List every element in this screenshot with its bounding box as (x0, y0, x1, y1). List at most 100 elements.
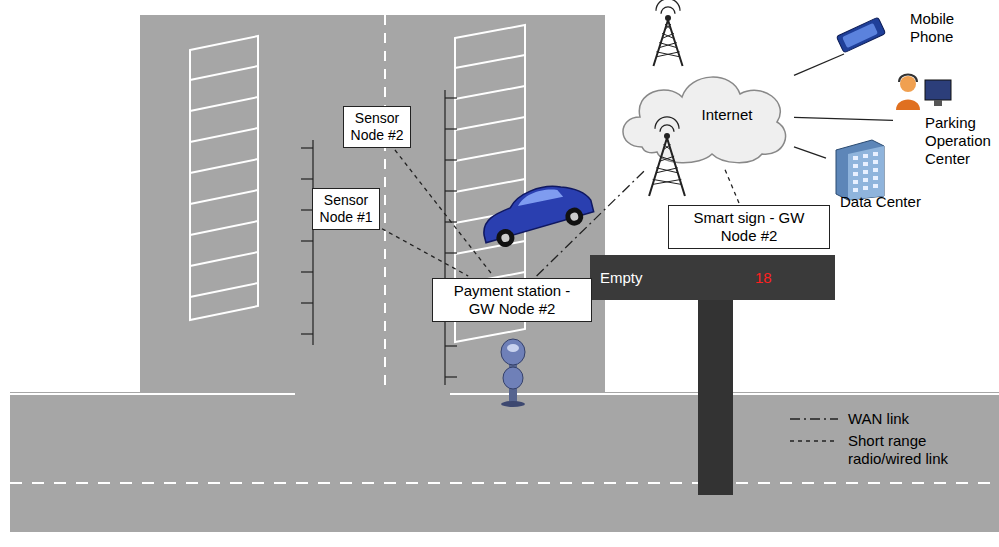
parking-meter (507, 344, 519, 352)
legend-line (790, 440, 838, 441)
node-label: Mobile Phone (910, 10, 970, 46)
parking-meter (503, 367, 523, 389)
legend-label: WAN link (848, 410, 978, 428)
link-line (794, 54, 844, 75)
sensor-rack (445, 97, 457, 98)
link-line (794, 117, 893, 120)
parking-lot (10, 15, 999, 532)
gateway-box: Smart sign - GW Node #2 (668, 205, 830, 249)
car-illustration (569, 212, 579, 222)
car-illustration (501, 233, 511, 243)
sensor-rack (445, 345, 457, 346)
sensor-rack (301, 90, 457, 385)
data-center-icon (873, 184, 878, 188)
radio-tower (653, 179, 682, 184)
node-label: Parking Operation Center (925, 114, 995, 168)
node-label: Sensor Node #1 (317, 192, 375, 226)
data-center-icon (873, 168, 878, 172)
radio-tower (649, 117, 685, 196)
parking-lot (10, 392, 999, 532)
radio-tower (662, 33, 674, 38)
parking-stalls (455, 148, 525, 161)
sign-post (698, 300, 733, 495)
sensor-rack (301, 333, 313, 334)
parking-stalls (190, 66, 258, 80)
gateway-box: Payment station - GW Node #2 (432, 278, 592, 322)
data-center-icon (853, 164, 858, 168)
data-center-icon (863, 162, 868, 166)
legend-label: Short range radio/wired link (848, 432, 978, 468)
parking-meter (501, 339, 525, 365)
radio-tower (665, 24, 671, 29)
link-line (395, 150, 493, 276)
data-center-icon (853, 156, 858, 160)
parking-stalls (455, 179, 525, 192)
node-label: Internet (702, 106, 753, 123)
sensor-rack (444, 90, 445, 385)
radio-tower (662, 33, 674, 38)
radio-tower (653, 0, 682, 66)
radio-tower (665, 24, 671, 29)
sensor-node: Sensor Node #1 (312, 188, 380, 230)
sensor-rack (445, 252, 457, 253)
data-center-icon (863, 178, 868, 182)
sensor-rack (445, 128, 457, 129)
mobile-phone: Mobile Phone (830, 4, 980, 52)
radio-tower (659, 43, 676, 48)
node-label: Sensor Node #2 (348, 110, 406, 144)
node-label: Empty (600, 269, 755, 286)
legend-sample (790, 435, 838, 447)
data-center-icon (853, 180, 858, 184)
sensor-rack (301, 302, 313, 303)
data-center-icon (863, 186, 868, 190)
radio-tower (660, 125, 674, 132)
parking-stalls (190, 190, 258, 204)
lane-marking (10, 482, 999, 484)
lane-marking (384, 15, 386, 392)
data-center-icon (836, 140, 884, 200)
radio-tower (656, 168, 678, 173)
radio-tower (653, 179, 682, 184)
parking-lot (10, 393, 295, 395)
node-label: Smart sign - GW Node #2 (684, 209, 814, 245)
parking-stalls (190, 36, 258, 320)
radio-tower (656, 0, 680, 11)
sensor-rack (301, 271, 313, 272)
sensor-node: Sensor Node #2 (343, 106, 411, 148)
lane-marking (10, 15, 999, 483)
operator-icon (925, 80, 951, 100)
sensor-rack (301, 147, 313, 148)
operator-icon (900, 76, 916, 92)
parking-stalls (190, 221, 258, 235)
data-center-icon (863, 154, 868, 158)
legend-sample (790, 413, 838, 425)
parking-stalls (455, 55, 525, 68)
parking-stalls (190, 159, 258, 173)
radio-tower (665, 15, 671, 21)
parking-stalls (190, 128, 258, 142)
radio-tower (656, 52, 679, 57)
parking-stalls (190, 97, 258, 111)
data-center-icon (853, 152, 878, 192)
legend-line (790, 418, 838, 419)
link-line (382, 229, 468, 276)
data-center-icon (873, 176, 878, 180)
parking-stalls (455, 86, 525, 99)
data-center-icon (853, 188, 858, 192)
data-center-icon (848, 146, 884, 200)
parking-stalls (190, 283, 258, 297)
radio-tower (656, 52, 679, 57)
operator-icon (899, 75, 917, 83)
data-center-icon (853, 172, 858, 176)
data-center-icon (836, 140, 884, 200)
car-illustration (476, 177, 594, 243)
parking-lot (140, 15, 605, 395)
cloud-outline (623, 77, 786, 163)
legend-entry: Short range radio/wired link (790, 432, 978, 468)
parking-meter (501, 401, 525, 407)
link-line (794, 147, 826, 158)
operator-icon (896, 75, 951, 111)
car-illustration (476, 177, 597, 252)
data-center-icon (863, 170, 868, 174)
car-illustration (516, 186, 563, 208)
